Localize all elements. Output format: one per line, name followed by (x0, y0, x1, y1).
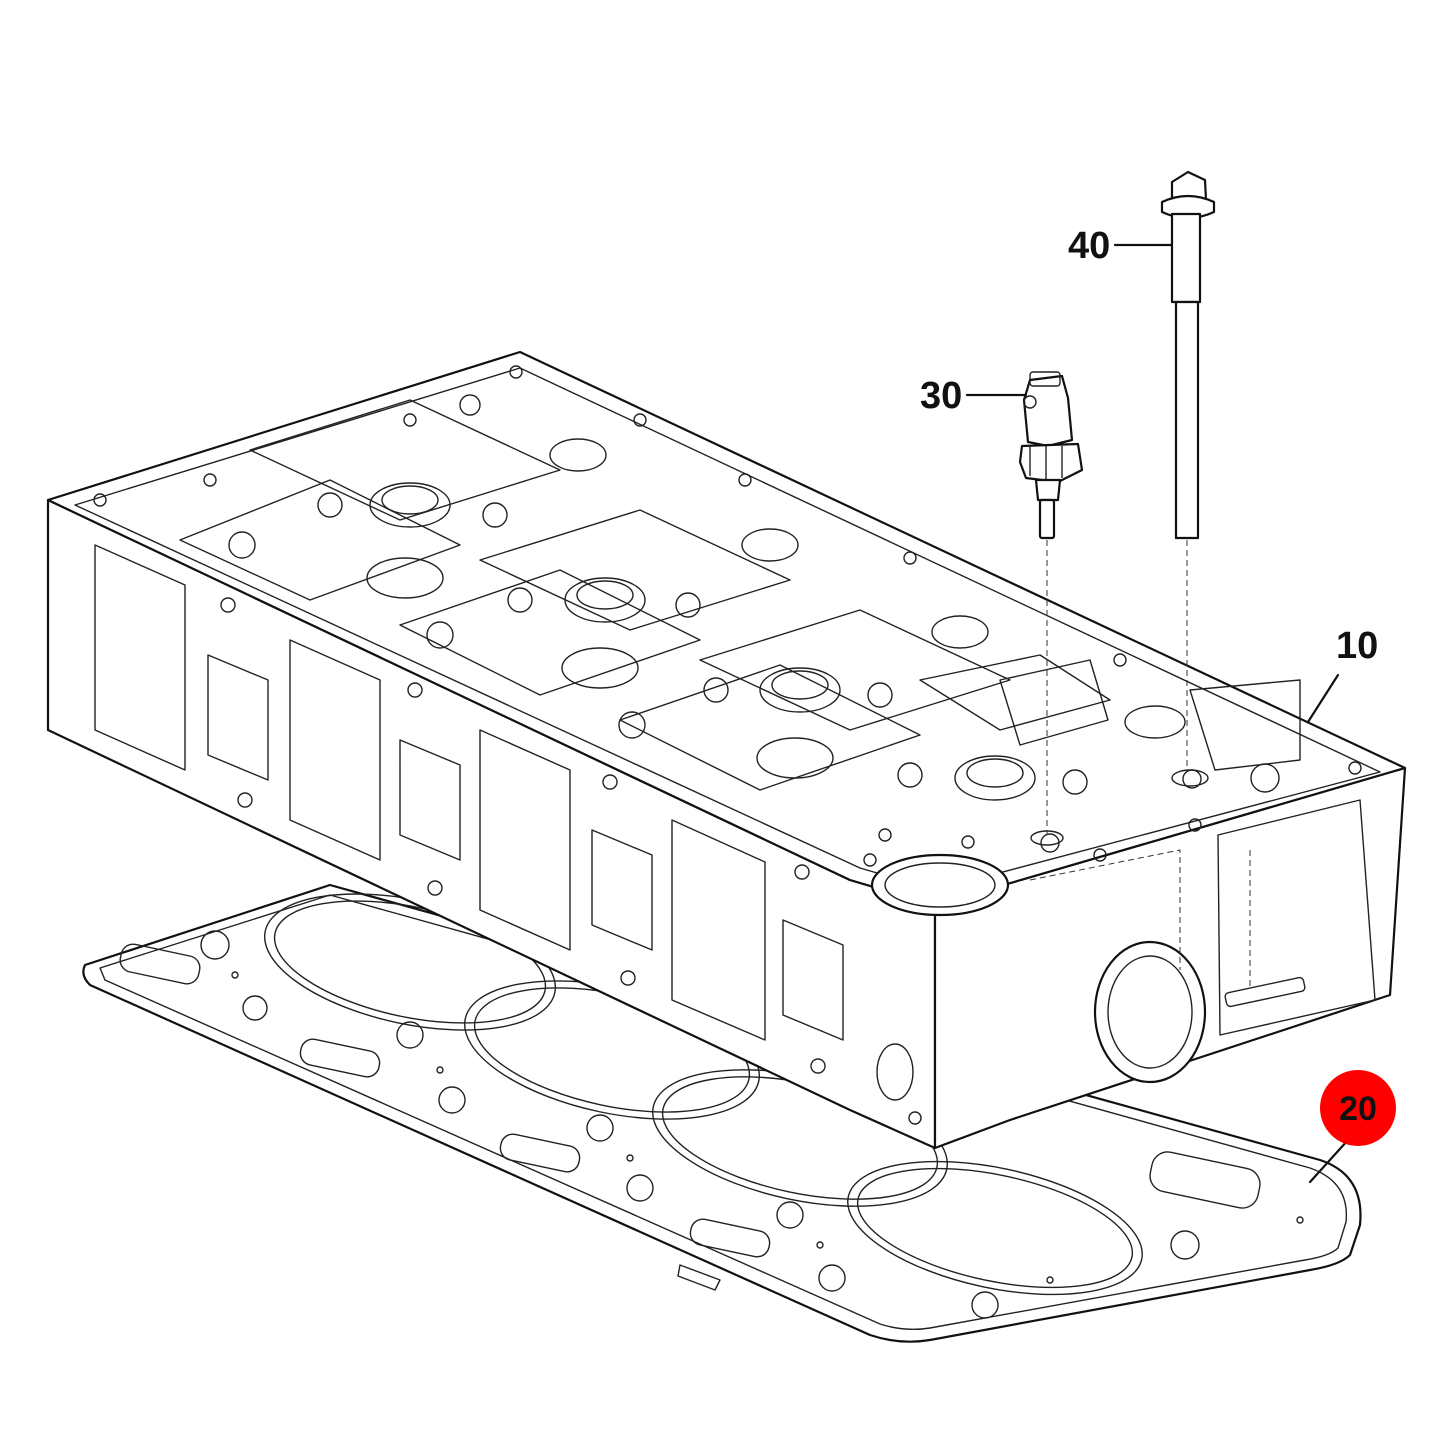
cylinder-head[interactable] (46, 350, 1407, 1150)
callout-30-label: 30 (920, 375, 962, 417)
callout-20: 20 (1308, 1070, 1396, 1184)
callout-40: 40 (1068, 225, 1174, 267)
head-gasket[interactable] (82, 871, 1362, 1343)
head-bolt[interactable] (1160, 170, 1216, 540)
callout-10: 10 (1306, 625, 1378, 724)
callout-10-label: 10 (1336, 625, 1378, 667)
bolt-hole (1171, 769, 1209, 787)
callout-40-label: 40 (1068, 225, 1110, 267)
callout-20-highlight-badge[interactable] (1320, 1070, 1396, 1146)
temperature-sensor[interactable] (1018, 371, 1084, 540)
callout-20-label: 20 (1339, 1090, 1377, 1128)
callout-30: 30 (920, 375, 1028, 417)
sensor-port (1030, 830, 1064, 846)
